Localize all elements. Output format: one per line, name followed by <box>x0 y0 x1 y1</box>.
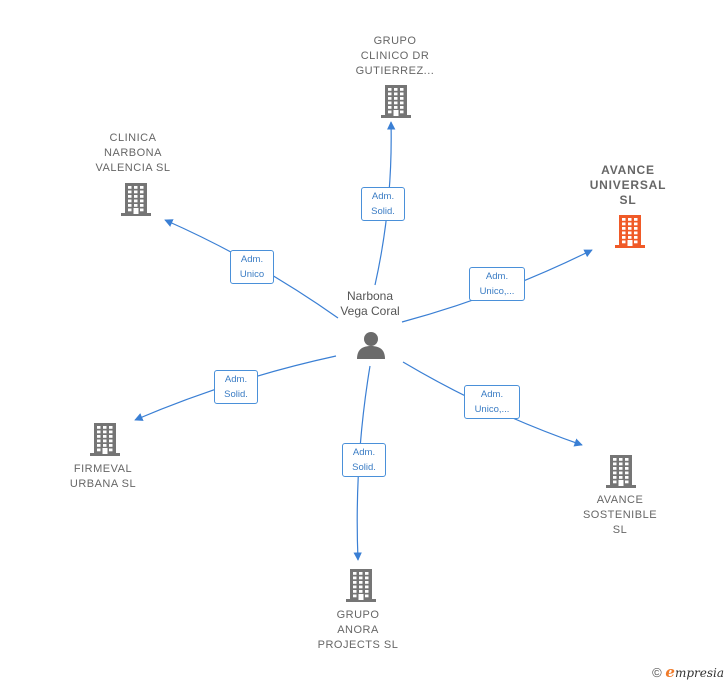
footer-brand: © empresia <box>652 663 724 681</box>
building-icon[interactable] <box>614 214 646 248</box>
edge-label-avance-universal[interactable]: Adm. Unico,... <box>469 267 525 301</box>
brand-logo: empresia <box>665 663 724 681</box>
edge-label-clinica-narbona[interactable]: Adm. Unico <box>230 250 274 284</box>
node-label-avance-universal[interactable]: AVANCE UNIVERSAL SL <box>589 163 667 207</box>
node-label-clinica-narbona[interactable]: CLINICA NARBONA VALENCIA SL <box>95 132 171 174</box>
node-label-avance-sostenible[interactable]: AVANCE SOSTENIBLE SL <box>582 494 658 536</box>
node-label-firmeval[interactable]: FIRMEVAL URBANA SL <box>69 463 137 490</box>
building-icon[interactable] <box>120 182 152 216</box>
building-icon[interactable] <box>380 84 412 118</box>
edge-label-avance-sostenible[interactable]: Adm. Unico,... <box>464 385 520 419</box>
building-icon[interactable] <box>605 454 637 488</box>
edge-label-firmeval[interactable]: Adm. Solid. <box>214 370 258 404</box>
node-label-grupo-clinico[interactable]: GRUPO CLINICO DR GUTIERREZ... <box>355 35 435 77</box>
person-icon[interactable] <box>356 330 386 360</box>
building-icon[interactable] <box>345 568 377 602</box>
center-person-name[interactable]: Narbona Vega Coral <box>340 289 400 318</box>
edge-label-grupo-anora[interactable]: Adm. Solid. <box>342 443 386 477</box>
copyright-icon: © <box>652 665 662 680</box>
edge-label-grupo-clinico[interactable]: Adm. Solid. <box>361 187 405 221</box>
building-icon[interactable] <box>89 422 121 456</box>
node-label-grupo-anora[interactable]: GRUPO ANORA PROJECTS SL <box>317 609 399 651</box>
